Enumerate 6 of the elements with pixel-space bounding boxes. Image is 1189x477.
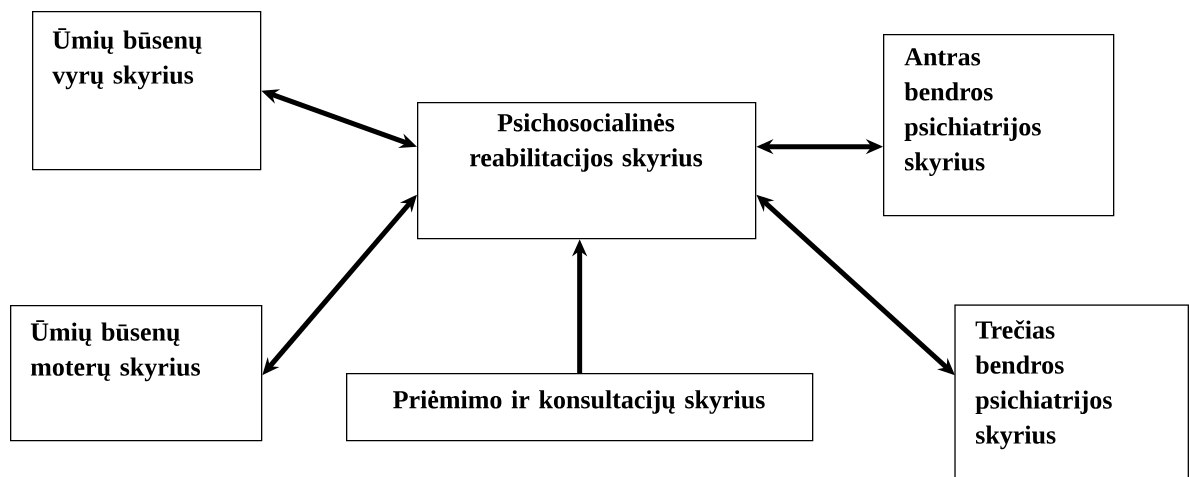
box: Ūmių būsenų vyrų skyrius	[32, 11, 262, 171]
box: Ūmių būsenų moterų skyrius	[10, 305, 263, 442]
box: Trečias bendros psichiatrijos skyrius	[954, 304, 1189, 477]
box: Psichosocialinės reabilitacijos skyrius	[417, 102, 757, 240]
box: Priėmimo ir konsultacijų skyrius	[346, 373, 814, 442]
box: Antras bendros psichiatrijos skyrius	[883, 34, 1115, 217]
